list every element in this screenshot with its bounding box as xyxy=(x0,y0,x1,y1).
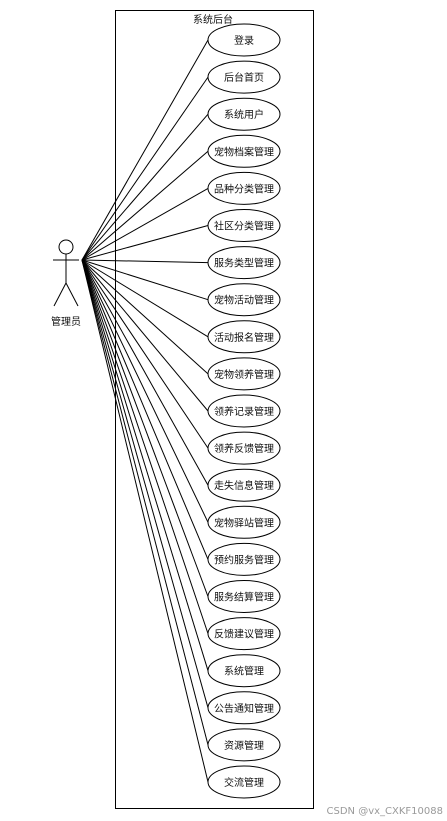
association-line xyxy=(81,259,209,634)
association-line xyxy=(81,259,209,708)
use-case-label: 社区分类管理 xyxy=(214,220,274,233)
use-case-label: 后台首页 xyxy=(224,71,264,84)
association-line xyxy=(81,259,209,301)
actor-left-leg xyxy=(53,282,67,307)
use-case: 系统用户 xyxy=(207,97,281,131)
use-case: 服务类型管理 xyxy=(207,246,281,280)
association-line xyxy=(81,259,209,486)
use-case-ellipse xyxy=(207,765,281,799)
association-line xyxy=(81,76,209,261)
use-case-ellipse xyxy=(207,171,281,205)
association-line xyxy=(81,259,209,338)
use-case-ellipse xyxy=(207,691,281,725)
use-case-label: 交流管理 xyxy=(224,776,264,789)
use-case-ellipse xyxy=(207,23,281,57)
association-line xyxy=(81,187,209,261)
use-case: 服务结算管理 xyxy=(207,580,281,613)
association-line xyxy=(81,259,209,375)
watermark-text: CSDN @vx_CXKF10088 xyxy=(327,806,443,817)
actor-figure xyxy=(53,239,79,307)
use-case-list: 登录后台首页系统用户宠物档案管理品种分类管理社区分类管理服务类型管理宠物活动管理… xyxy=(207,23,281,799)
use-case: 后台首页 xyxy=(207,60,281,94)
use-case-ellipse xyxy=(207,97,281,131)
use-case-ellipse xyxy=(207,654,281,688)
use-case-label: 宠物活动管理 xyxy=(214,294,274,307)
use-case: 社区分类管理 xyxy=(207,209,281,242)
system-title: 系统后台 xyxy=(193,13,233,26)
use-case: 反馈建议管理 xyxy=(207,617,281,651)
use-case-ellipse xyxy=(207,580,281,613)
association-lines xyxy=(81,39,209,783)
use-case-label: 系统用户 xyxy=(224,108,264,121)
association-line xyxy=(81,259,209,560)
use-case-ellipse xyxy=(207,617,281,651)
use-case: 宠物活动管理 xyxy=(207,283,281,317)
use-case-label: 反馈建议管理 xyxy=(214,628,274,641)
use-case-label: 服务类型管理 xyxy=(214,257,274,270)
use-case: 系统管理 xyxy=(207,654,281,688)
association-line xyxy=(81,113,209,261)
use-case-label: 宠物档案管理 xyxy=(214,145,274,158)
use-case-ellipse xyxy=(207,542,281,576)
use-case-ellipse xyxy=(207,728,281,762)
association-line xyxy=(81,259,209,671)
use-case-label: 品种分类管理 xyxy=(214,182,274,195)
use-case-label: 领养反馈管理 xyxy=(214,442,274,455)
association-line xyxy=(81,259,209,783)
association-line xyxy=(81,259,209,412)
association-line xyxy=(81,259,209,523)
use-case-label: 宠物驿站管理 xyxy=(214,516,274,529)
use-case-label: 系统管理 xyxy=(224,665,264,678)
use-case-ellipse xyxy=(207,357,281,391)
use-case-ellipse xyxy=(207,134,281,168)
use-case: 宠物档案管理 xyxy=(207,134,281,168)
use-case: 资源管理 xyxy=(207,728,281,762)
use-case-label: 领养记录管理 xyxy=(214,405,274,418)
use-case: 交流管理 xyxy=(207,765,281,799)
use-case: 领养记录管理 xyxy=(207,394,281,428)
actor-head xyxy=(58,239,74,255)
use-case-label: 服务结算管理 xyxy=(214,591,274,604)
association-line xyxy=(81,225,209,261)
use-case: 登录 xyxy=(207,23,281,57)
system-boundary xyxy=(115,10,314,809)
association-line xyxy=(81,259,209,264)
use-case: 领养反馈管理 xyxy=(207,431,281,465)
use-case-ellipse xyxy=(207,394,281,428)
use-case: 公告通知管理 xyxy=(207,691,281,725)
use-case-label: 公告通知管理 xyxy=(214,702,274,715)
use-case-ellipse xyxy=(207,431,281,465)
association-line xyxy=(81,259,209,449)
association-line xyxy=(81,39,209,261)
use-case: 品种分类管理 xyxy=(207,171,281,205)
actor-right-leg xyxy=(65,282,79,307)
use-case: 宠物驿站管理 xyxy=(207,505,281,539)
use-case-ellipse xyxy=(207,320,281,354)
use-case: 预约服务管理 xyxy=(207,542,281,576)
use-case-label: 宠物领养管理 xyxy=(214,368,274,381)
association-line xyxy=(81,150,209,261)
use-case-ellipse xyxy=(207,283,281,317)
use-case-ellipse xyxy=(207,246,281,280)
use-case: 宠物领养管理 xyxy=(207,357,281,391)
use-case: 活动报名管理 xyxy=(207,320,281,354)
use-case-label: 资源管理 xyxy=(224,739,264,752)
actor-label: 管理员 xyxy=(51,315,81,328)
use-case-ellipse xyxy=(207,468,281,502)
use-case-ellipse xyxy=(207,60,281,94)
use-case-label: 登录 xyxy=(234,34,254,47)
use-case: 走失信息管理 xyxy=(207,468,281,502)
use-case-ellipse xyxy=(207,209,281,242)
use-case-ellipse xyxy=(207,505,281,539)
use-case-label: 活动报名管理 xyxy=(214,331,274,344)
use-case-label: 走失信息管理 xyxy=(214,479,274,492)
association-line xyxy=(81,259,209,746)
use-case-label: 预约服务管理 xyxy=(214,553,274,566)
association-line xyxy=(81,259,209,597)
